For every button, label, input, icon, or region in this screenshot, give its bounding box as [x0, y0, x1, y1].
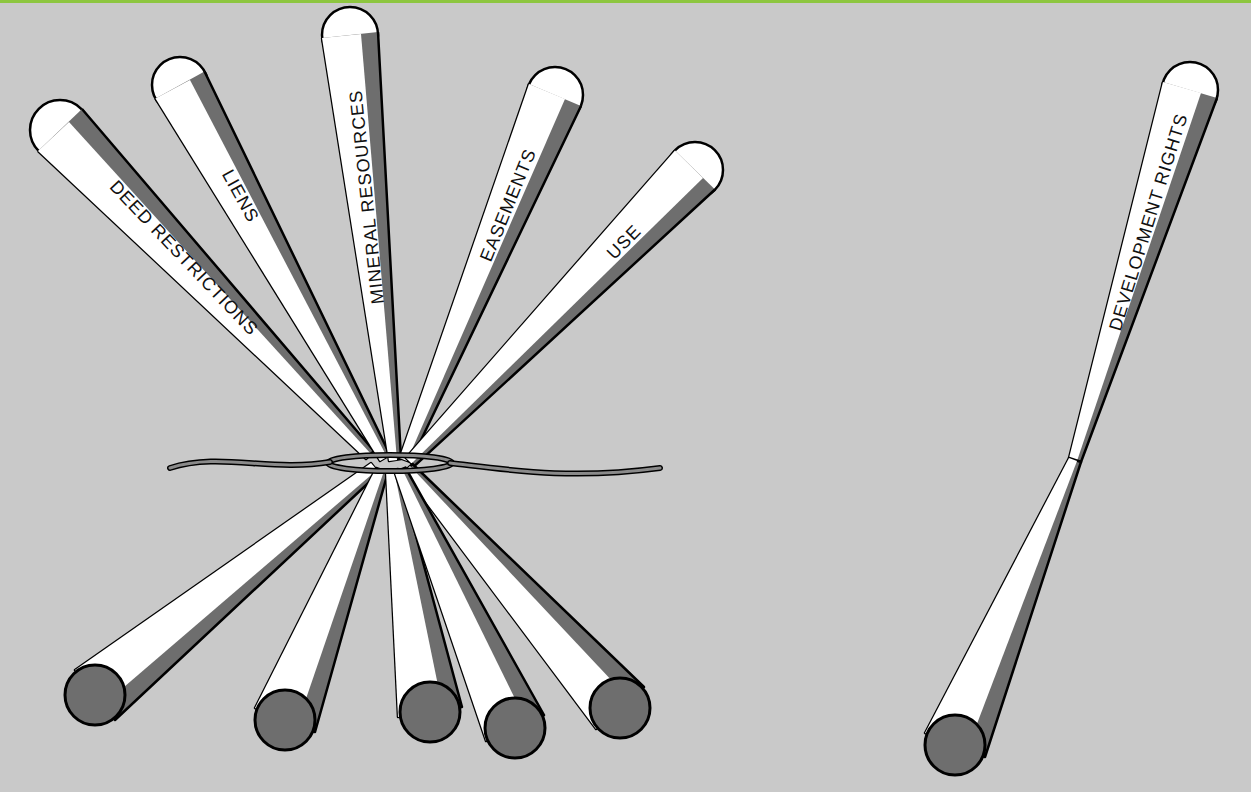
- stick-label: DEVELOPMENT RIGHTS: [1105, 111, 1192, 333]
- stick-label: USE: [603, 221, 645, 264]
- stick-label: EASEMENTS: [476, 146, 540, 265]
- single-stick: [925, 62, 1218, 775]
- lower-sticks: [65, 463, 650, 758]
- stick-label: LIENS: [218, 166, 263, 226]
- top-rule: [0, 0, 1251, 3]
- upper-sticks: [30, 7, 723, 466]
- tie-string: [170, 455, 660, 474]
- stick-label: MINERAL RESOURCES: [345, 89, 387, 305]
